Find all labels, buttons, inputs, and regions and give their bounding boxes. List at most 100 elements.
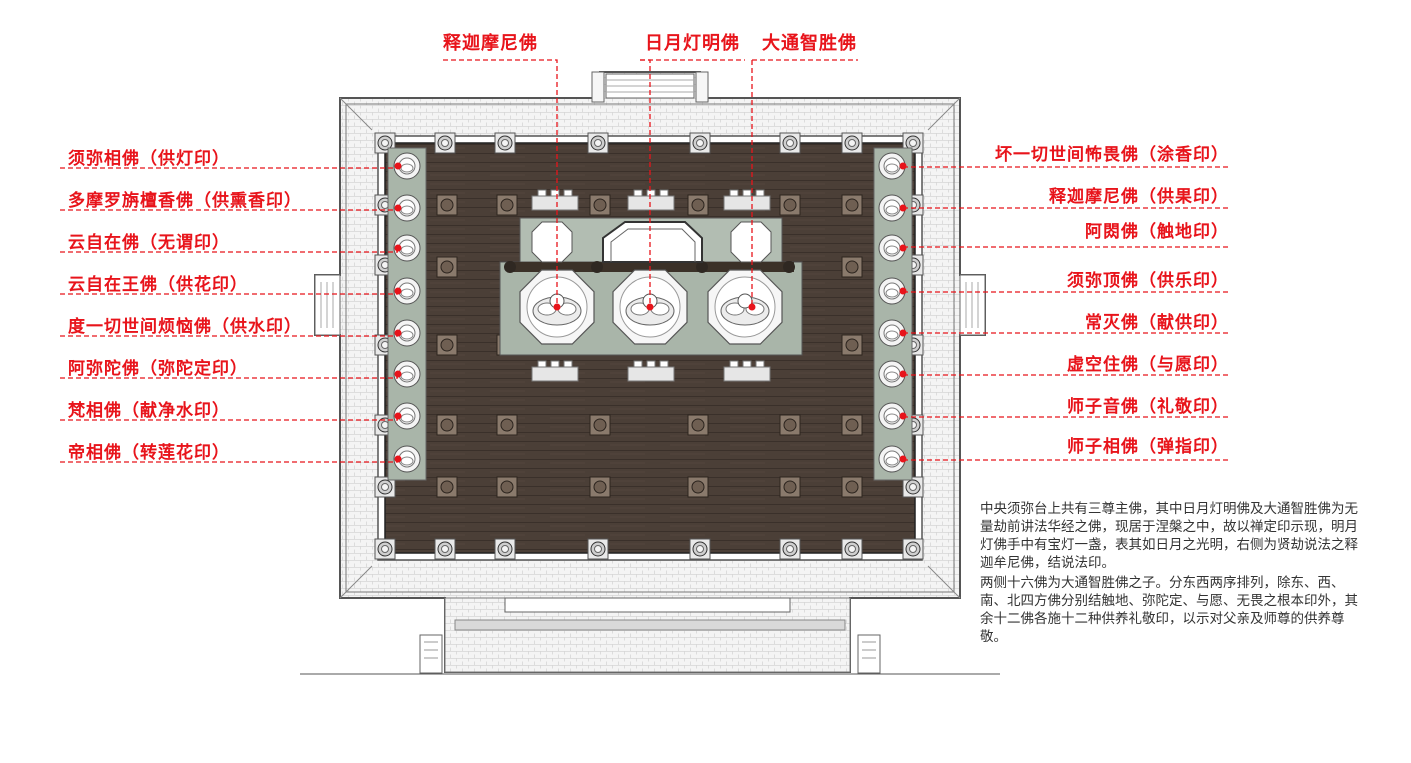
column-base [374, 476, 396, 498]
label-west-4: 云自在王佛（供花印） [68, 275, 248, 295]
label-east-5: 常灭佛（献供印） [1085, 313, 1229, 333]
description-text: 中央须弥台上共有三尊主佛，其中日月灯明佛及大通智胜佛为无量劫前讲法华经之佛，现居… [980, 500, 1360, 646]
leader-dot [646, 303, 654, 311]
interior-pedestal [436, 476, 458, 498]
leader-dot [394, 455, 402, 463]
column-base [689, 132, 711, 154]
side-buddha-statue [393, 234, 421, 262]
side-buddha-statue [878, 319, 906, 347]
leader-dot [394, 412, 402, 420]
leader-line [443, 59, 558, 307]
interior-pedestal [436, 256, 458, 278]
interior-pedestal [496, 476, 518, 498]
leader-dot [899, 162, 907, 170]
offering-table [627, 360, 675, 382]
side-buddha-statues [393, 152, 906, 473]
side-buddha-statue [878, 360, 906, 388]
interior-pedestal [436, 194, 458, 216]
label-east-1: 坏一切世间怖畏佛（涂香印） [995, 145, 1229, 165]
interior-pedestal [687, 194, 709, 216]
interior-pedestal [436, 414, 458, 436]
description-paragraph-1: 中央须弥台上共有三尊主佛，其中日月灯明佛及大通智胜佛为无量劫前讲法华经之佛，现居… [980, 501, 1358, 571]
leader-dot [899, 370, 907, 378]
column-base [779, 132, 801, 154]
column-base [434, 132, 456, 154]
column-base [779, 538, 801, 560]
offering-table [723, 360, 771, 382]
side-buddha-statue [878, 277, 906, 305]
leader-dot [394, 329, 402, 337]
column-base [902, 538, 924, 560]
side-buddha-statue [393, 319, 421, 347]
leader-dot [899, 455, 907, 463]
interior-pedestal [841, 414, 863, 436]
label-west-7: 梵相佛（献净水印） [68, 401, 230, 421]
interior-pedestal [687, 414, 709, 436]
column-base [587, 538, 609, 560]
label-west-8: 帝相佛（转莲花印） [68, 443, 230, 463]
interior-pedestal [841, 476, 863, 498]
leader-dot [394, 244, 402, 252]
column-base [494, 132, 516, 154]
interior-pedestal [496, 194, 518, 216]
leader-dot [394, 287, 402, 295]
leader-dot [394, 162, 402, 170]
interior-pedestal [589, 414, 611, 436]
column-base [587, 132, 609, 154]
interior-pedestal [841, 256, 863, 278]
side-buddha-statue [878, 402, 906, 430]
label-west-1: 须弥相佛（供灯印） [68, 149, 230, 169]
offering-tables [531, 189, 771, 382]
offering-table [627, 189, 675, 211]
label-west-3: 云自在佛（无谓印） [68, 233, 230, 253]
interior-pedestal [589, 194, 611, 216]
column-base [494, 538, 516, 560]
offering-table [723, 189, 771, 211]
label-top-riyue-dengming: 日月灯明佛 [645, 33, 740, 54]
column-base [841, 132, 863, 154]
side-buddha-statue [393, 152, 421, 180]
leader-dot [899, 244, 907, 252]
column-base [902, 476, 924, 498]
label-west-5: 度一切世间烦恼佛（供水印） [68, 317, 302, 337]
interior-pedestal [779, 194, 801, 216]
label-east-3: 阿閦佛（触地印） [1085, 222, 1229, 242]
interior-pedestal [779, 476, 801, 498]
column-base [689, 538, 711, 560]
label-top-shakyamuni: 释迦摩尼佛 [443, 33, 538, 54]
column-base [434, 538, 456, 560]
side-buddha-statue [393, 194, 421, 222]
description-paragraph-2: 两侧十六佛为大通智胜佛之子。分东西两序排列，除东、西、南、北四方佛分别结触地、弥… [980, 575, 1358, 645]
interior-pedestal [687, 476, 709, 498]
label-east-7: 师子音佛（礼敬印） [1067, 397, 1229, 417]
interior-pedestal [779, 414, 801, 436]
side-buddha-statue [878, 194, 906, 222]
column-base [841, 538, 863, 560]
leader-dot [899, 329, 907, 337]
interior-pedestal [436, 334, 458, 356]
interior-pedestal [496, 414, 518, 436]
side-buddha-statue [393, 445, 421, 473]
leader-dot [394, 370, 402, 378]
label-east-8: 师子相佛（弹指印） [1067, 437, 1229, 457]
leader-line [751, 59, 858, 307]
leader-dot [394, 204, 402, 212]
label-top-datong-zhisheng: 大通智胜佛 [762, 33, 857, 54]
label-leader-lines [60, 59, 1228, 463]
column-base [374, 538, 396, 560]
main-buddha-statue [707, 269, 783, 345]
interior-pedestal [841, 334, 863, 356]
label-east-2: 释迦摩尼佛（供果印） [1049, 187, 1229, 207]
side-buddha-statue [393, 402, 421, 430]
interior-pedestal [589, 476, 611, 498]
leader-dot [748, 303, 756, 311]
leader-dot [553, 303, 561, 311]
east-steps [959, 274, 986, 336]
offering-table [531, 360, 579, 382]
west-steps [314, 274, 341, 336]
leader-dot [899, 204, 907, 212]
leader-dot [899, 412, 907, 420]
label-east-6: 虚空住佛（与愿印） [1067, 355, 1229, 375]
label-west-2: 多摩罗旃檀香佛（供熏香印） [68, 191, 302, 211]
